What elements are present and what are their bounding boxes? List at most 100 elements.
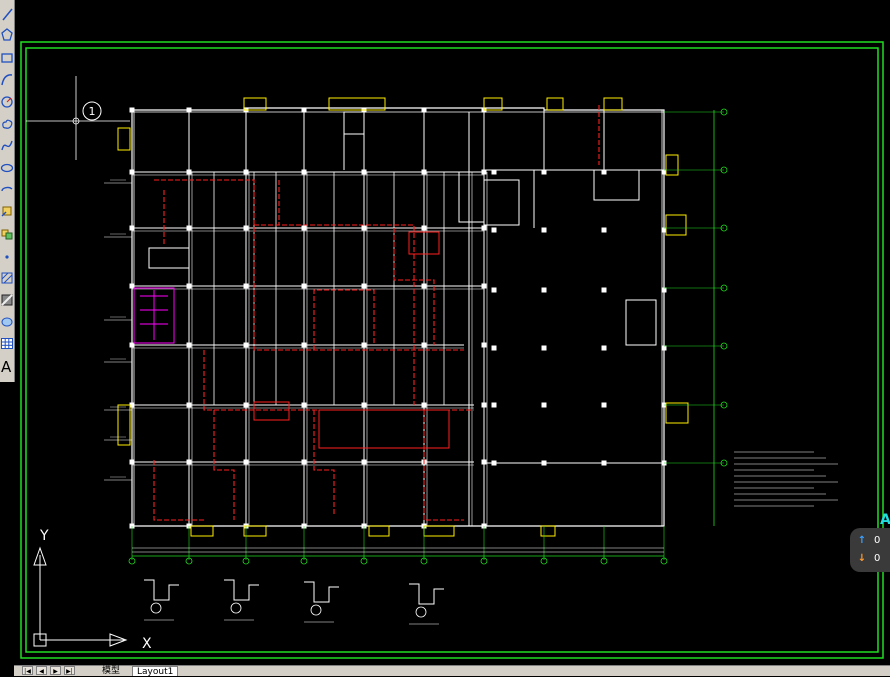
column-l-118-345 <box>129 342 135 348</box>
polygon-tool[interactable] <box>0 26 14 48</box>
navigation-badge[interactable]: ↑0 ↓0 <box>850 528 890 572</box>
gradient-tool[interactable] <box>0 290 14 312</box>
column-590-348 <box>601 345 607 351</box>
column-l-290-345 <box>301 342 307 348</box>
ucs-y-arrow <box>33 546 47 566</box>
column-650-290 <box>661 287 667 293</box>
mtext-tool[interactable]: A <box>0 356 14 378</box>
rectangle-tool[interactable] <box>0 48 14 70</box>
axis-bubble-r-5 <box>720 401 728 409</box>
table-tool[interactable] <box>0 334 14 356</box>
shaft-box <box>458 171 485 223</box>
north-circle <box>82 101 102 121</box>
next-icon[interactable]: ▶ <box>50 666 61 675</box>
ucs-origin-box <box>33 633 47 647</box>
highlight-notch-4 <box>603 97 623 111</box>
column-l-290-286 <box>301 283 307 289</box>
highlight-notch-14 <box>540 525 556 537</box>
ucs-x-label: X <box>142 636 152 652</box>
highlight-notch-0 <box>243 97 267 111</box>
column-l-470-405 <box>481 402 487 408</box>
tab-layout1[interactable]: Layout1 <box>132 666 179 677</box>
text-icon: A <box>1 358 12 376</box>
column-l-410-228 <box>421 225 427 231</box>
axis-bubble-b-3 <box>300 557 308 565</box>
column-480-230 <box>491 227 497 233</box>
highlight-notch-9 <box>665 402 689 424</box>
detail-pipe-2 <box>304 581 339 603</box>
column-l-118-172 <box>129 169 135 175</box>
arc-tool[interactable] <box>0 70 14 92</box>
badge-down-value: 0 <box>874 553 881 564</box>
right-room-box <box>625 299 657 346</box>
model-space-canvas[interactable]: 1 Y X <box>14 0 890 665</box>
column-l-470-228 <box>481 225 487 231</box>
column-l-118-228 <box>129 225 135 231</box>
column-l-232-345 <box>243 342 249 348</box>
column-l-350-405 <box>361 402 367 408</box>
detail-pipe-3 <box>409 583 444 605</box>
hatch-tool[interactable] <box>0 268 14 290</box>
layout-tab-bar: |◀ ◀ ▶ ▶| 模型 Layout1 <box>14 665 890 677</box>
column-l-470-345 <box>481 342 487 348</box>
red-pipe-5 <box>213 410 235 520</box>
make-block-tool[interactable] <box>0 224 14 246</box>
badge-up-value: 0 <box>874 535 881 546</box>
axis-bubble-b-2 <box>242 557 250 565</box>
column-l-232-172 <box>243 169 249 175</box>
column-590-172 <box>601 169 607 175</box>
revcloud-tool[interactable] <box>0 114 14 136</box>
detail-pipe-0 <box>144 579 179 601</box>
region-tool[interactable] <box>0 312 14 334</box>
draw-toolbar: A <box>0 0 15 382</box>
column-480-348 <box>491 345 497 351</box>
spline-tool[interactable] <box>0 136 14 158</box>
last-icon[interactable]: ▶| <box>64 666 75 675</box>
red-pipe-8 <box>153 460 204 521</box>
insert-block-tool[interactable] <box>0 202 14 224</box>
upper-right-room <box>593 169 640 201</box>
column-l-290-405 <box>301 402 307 408</box>
column-l-290-462 <box>301 459 307 465</box>
ellipse-tool[interactable] <box>0 158 14 180</box>
axis-bubble-b-0 <box>128 557 136 565</box>
highlight-notch-5 <box>117 127 131 151</box>
column-530-463 <box>541 460 547 466</box>
axis-bubble-r-3 <box>720 284 728 292</box>
prev-icon[interactable]: ◀ <box>36 666 47 675</box>
ellipse-arc-tool[interactable] <box>0 180 14 202</box>
column-l-350-345 <box>361 342 367 348</box>
point-tool[interactable] <box>0 246 14 268</box>
axis-bubble-b-1 <box>185 557 193 565</box>
table-icon <box>1 338 13 349</box>
column-530-230 <box>541 227 547 233</box>
rectangle-icon <box>1 53 13 63</box>
column-650-172 <box>661 169 667 175</box>
column-590-405 <box>601 402 607 408</box>
floor-plan-drawing[interactable]: 1 Y X <box>14 0 890 665</box>
column-l-410-110 <box>421 107 427 113</box>
insert-block-icon <box>1 206 12 217</box>
gradient-icon <box>1 294 13 306</box>
first-icon[interactable]: |◀ <box>22 666 33 675</box>
red-pipe-7 <box>423 410 464 521</box>
highlight-notch-2 <box>483 97 503 111</box>
circle-tool[interactable] <box>0 92 14 114</box>
column-530-348 <box>541 345 547 351</box>
highlight-notch-1 <box>328 97 386 111</box>
column-l-175-110 <box>186 107 192 113</box>
ellipse-arc-icon <box>1 186 13 192</box>
column-480-405 <box>491 402 497 408</box>
column-l-175-462 <box>186 459 192 465</box>
column-l-410-286 <box>421 283 427 289</box>
column-l-118-286 <box>129 283 135 289</box>
line-tool[interactable] <box>0 4 14 26</box>
magenta-block <box>133 287 175 344</box>
tab-model[interactable]: 模型 <box>102 666 121 676</box>
column-l-175-405 <box>186 402 192 408</box>
highlight-notch-3 <box>546 97 564 111</box>
ucs-y-label: Y <box>39 528 49 544</box>
polygon-icon <box>1 28 13 41</box>
column-l-118-405 <box>129 402 135 408</box>
line-icon <box>2 8 13 21</box>
